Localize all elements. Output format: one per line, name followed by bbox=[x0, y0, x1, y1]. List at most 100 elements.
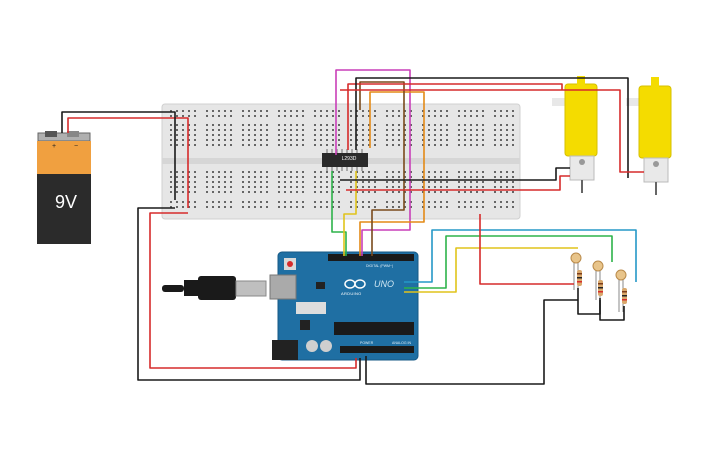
dc-motor-2[interactable] bbox=[626, 77, 672, 195]
breadboard-hole bbox=[302, 139, 304, 141]
breadboard-hole bbox=[428, 110, 430, 112]
wire-black-chip[interactable] bbox=[355, 77, 629, 178]
breadboard-hole bbox=[188, 134, 190, 136]
breadboard-hole bbox=[494, 201, 496, 203]
breadboard-hole bbox=[302, 201, 304, 203]
resistor-1[interactable] bbox=[577, 270, 582, 286]
breadboard-hole bbox=[458, 134, 460, 136]
wire-sensor-blue[interactable] bbox=[404, 229, 637, 283]
breadboard-hole bbox=[314, 124, 316, 126]
motor-driver-chip[interactable] bbox=[322, 149, 368, 171]
breadboard-hole bbox=[218, 110, 220, 112]
breadboard-hole bbox=[338, 181, 340, 183]
breadboard-hole bbox=[188, 201, 190, 203]
breadboard-hole bbox=[398, 201, 400, 203]
breadboard-hole bbox=[332, 134, 334, 136]
wire-green[interactable] bbox=[331, 171, 347, 256]
breadboard-hole bbox=[224, 176, 226, 178]
arduino-uno-board[interactable] bbox=[269, 251, 419, 361]
breadboard-hole bbox=[374, 181, 376, 183]
breadboard-hole bbox=[464, 124, 466, 126]
wire-motor1-black[interactable] bbox=[340, 167, 570, 181]
battery-9v[interactable] bbox=[37, 131, 91, 244]
breadboard-hole bbox=[392, 206, 394, 208]
breadboard-hole bbox=[254, 115, 256, 117]
wire-resistor-link-1[interactable] bbox=[577, 288, 601, 315]
usb-plug-icon[interactable] bbox=[162, 276, 267, 300]
breadboard-hole bbox=[188, 139, 190, 141]
wire-orange[interactable] bbox=[359, 91, 425, 256]
wire-red-chip[interactable] bbox=[347, 83, 563, 150]
breadboard-hole bbox=[266, 134, 268, 136]
breadboard-hole bbox=[470, 176, 472, 178]
breadboard-hole bbox=[326, 144, 328, 146]
wire-sensor-ground[interactable] bbox=[365, 299, 578, 385]
breadboard-hole bbox=[230, 206, 232, 208]
breadboard-hole bbox=[170, 206, 172, 208]
wire-sensor-red[interactable] bbox=[479, 214, 574, 285]
breadboard-hole bbox=[440, 176, 442, 178]
breadboard-hole bbox=[320, 176, 322, 178]
breadboard-hole bbox=[350, 144, 352, 146]
breadboard-hole bbox=[506, 144, 508, 146]
wire-rail-black-to-arduino[interactable] bbox=[137, 207, 361, 381]
wire-battery-negative[interactable] bbox=[61, 111, 176, 200]
wire-sensor-green[interactable] bbox=[404, 235, 613, 289]
breadboard-hole bbox=[512, 191, 514, 193]
wire-motor2-red[interactable] bbox=[340, 89, 644, 173]
breadboard-hole bbox=[512, 134, 514, 136]
breadboard-hole bbox=[326, 176, 328, 178]
breadboard-hole bbox=[500, 115, 502, 117]
wire-magenta[interactable] bbox=[335, 69, 411, 256]
breadboard-hole bbox=[320, 206, 322, 208]
breadboard-hole bbox=[314, 110, 316, 112]
dc-motor-1[interactable] bbox=[552, 76, 598, 193]
breadboard-hole bbox=[230, 144, 232, 146]
breadboard-hole bbox=[434, 206, 436, 208]
breadboard-hole bbox=[176, 206, 178, 208]
breadboard-hole bbox=[254, 181, 256, 183]
breadboard-hole bbox=[476, 191, 478, 193]
breadboard-hole bbox=[176, 124, 178, 126]
breadboard-hole bbox=[302, 186, 304, 188]
wire-sensor-yellow[interactable] bbox=[404, 247, 578, 293]
resistor-3[interactable] bbox=[622, 288, 627, 304]
breadboard-hole bbox=[188, 171, 190, 173]
breadboard-hole bbox=[242, 201, 244, 203]
reset-button-icon[interactable] bbox=[284, 258, 296, 270]
wire-resistor-link-2[interactable] bbox=[599, 300, 625, 321]
breadboard-hole bbox=[284, 129, 286, 131]
breadboard-hole bbox=[374, 191, 376, 193]
breadboard-hole bbox=[254, 139, 256, 141]
breadboard-hole bbox=[182, 186, 184, 188]
breadboard-hole bbox=[206, 134, 208, 136]
breadboard-hole bbox=[464, 206, 466, 208]
breadboard-hole bbox=[464, 115, 466, 117]
breadboard-hole bbox=[314, 144, 316, 146]
breadboard-hole bbox=[512, 186, 514, 188]
resistor-2[interactable] bbox=[598, 280, 603, 296]
wire-rail-red-to-arduino[interactable] bbox=[149, 212, 357, 369]
breadboard-hole bbox=[512, 110, 514, 112]
breadboard-hole bbox=[230, 191, 232, 193]
breadboard-hole bbox=[356, 176, 358, 178]
breadboard-hole bbox=[338, 124, 340, 126]
breadboard-hole bbox=[494, 139, 496, 141]
breadboard-hole bbox=[500, 201, 502, 203]
breadboard-hole bbox=[470, 201, 472, 203]
wire-motor1-red[interactable] bbox=[346, 175, 570, 191]
wire-yellow[interactable] bbox=[343, 171, 357, 256]
breadboard-hole bbox=[464, 171, 466, 173]
breadboard-hole bbox=[314, 129, 316, 131]
breadboard-hole bbox=[248, 124, 250, 126]
breadboard-hole bbox=[332, 144, 334, 146]
wire-brown[interactable] bbox=[359, 81, 405, 256]
breadboard-hole bbox=[170, 124, 172, 126]
breadboard-hole bbox=[218, 115, 220, 117]
breadboard-hole bbox=[446, 191, 448, 193]
breadboard-hole bbox=[212, 206, 214, 208]
breadboard-hole bbox=[368, 206, 370, 208]
breadboard-hole bbox=[476, 134, 478, 136]
wire-battery-positive[interactable] bbox=[67, 117, 189, 208]
arduino-brand-label: ARDUINO bbox=[341, 291, 362, 296]
